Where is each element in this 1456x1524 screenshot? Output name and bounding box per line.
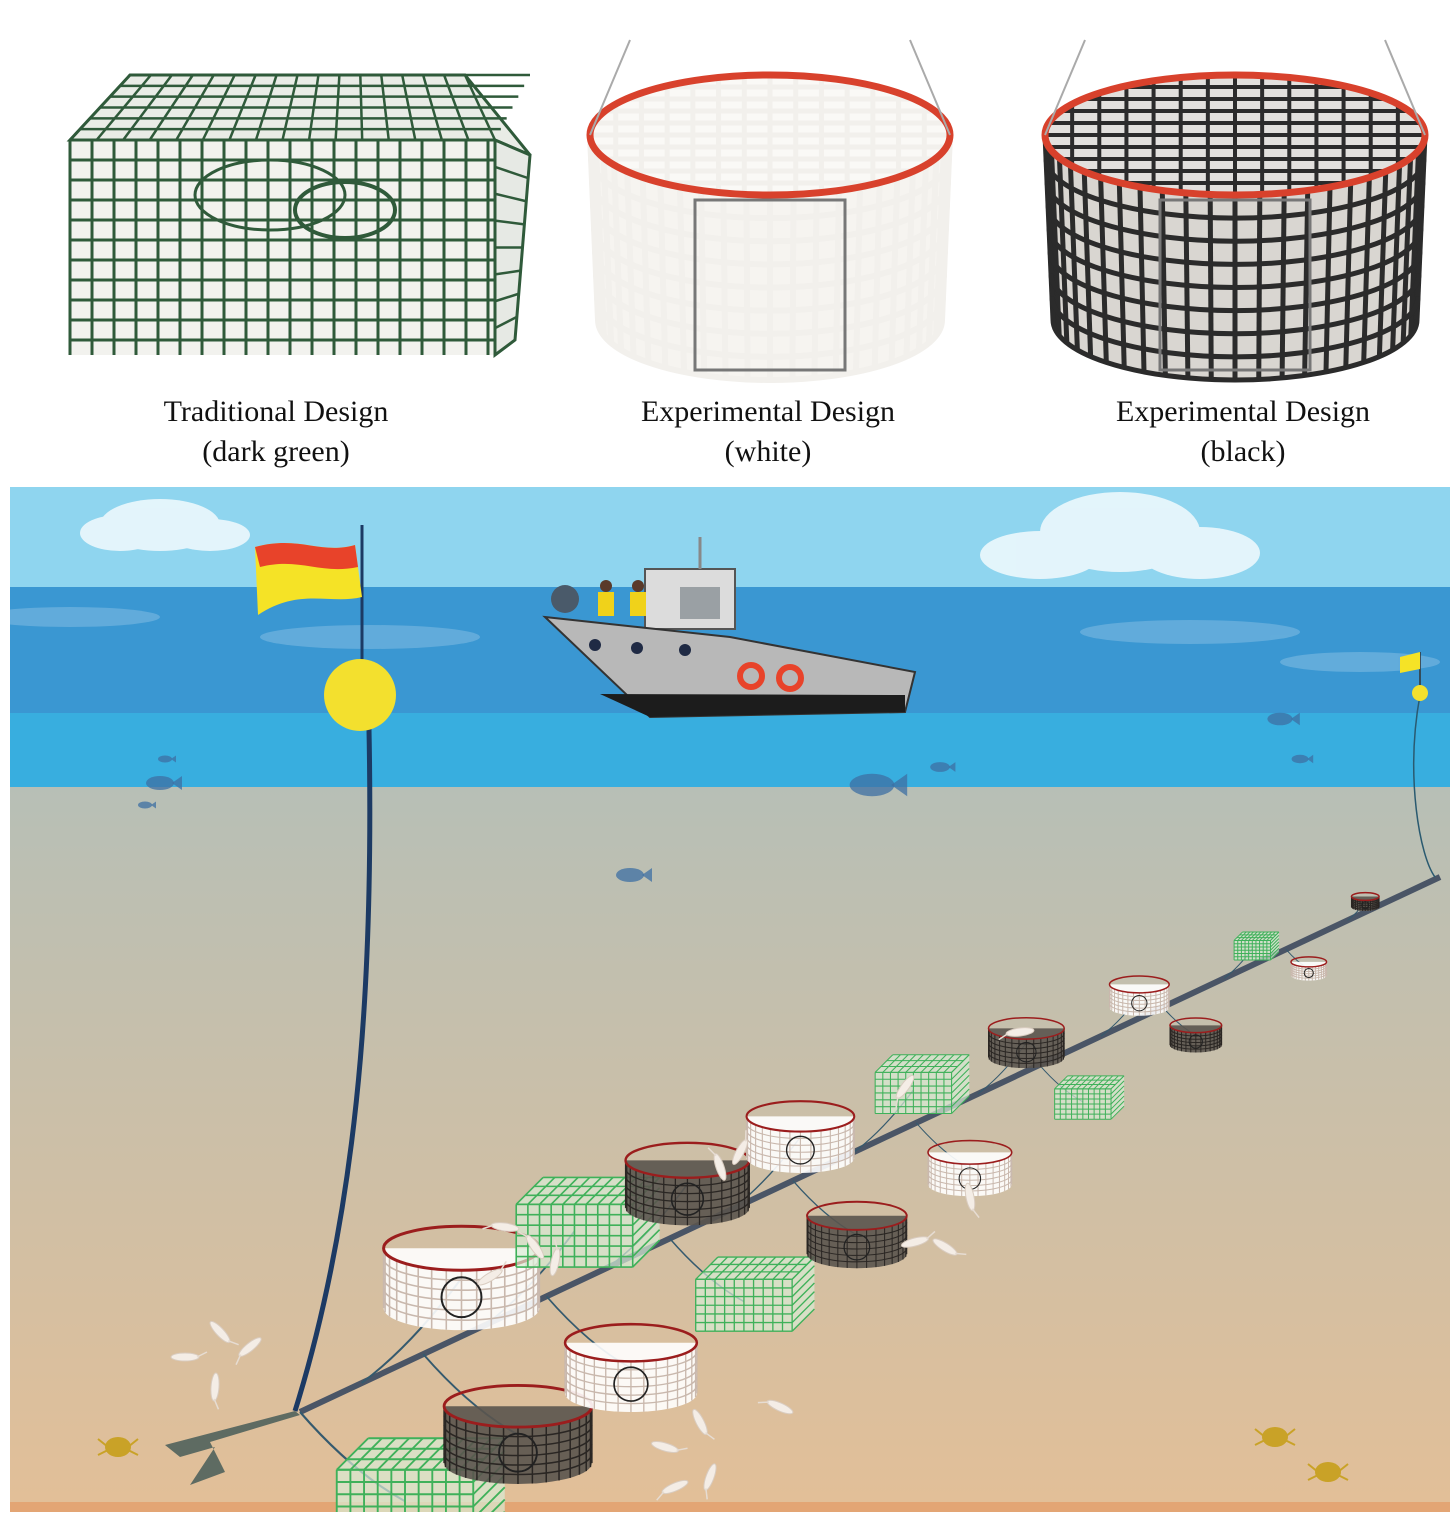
shrimp [703,1463,717,1500]
caption-title: Traditional Design [163,395,389,428]
shallow-water [10,713,1450,793]
shrimp [477,1260,507,1286]
fish [1267,712,1300,726]
trap-white [745,1100,856,1173]
fish [1291,754,1314,764]
fish [616,868,652,882]
shrimp [998,1027,1035,1041]
far-flag [1400,652,1420,673]
trap-white [1290,956,1328,981]
trap-black [1350,891,1380,911]
fisherman [598,580,614,616]
fish [146,776,182,790]
trap-white [1108,975,1170,1016]
boat [542,537,917,719]
shrimp [932,1238,967,1256]
white-trap-photo [586,39,954,383]
traditional-trap-photo [66,73,532,358]
shrimp [650,1441,688,1453]
seabed-edge [10,1502,1450,1512]
round-trap-drawing [586,39,954,383]
trap-black [442,1384,594,1484]
trap-black [1169,1017,1223,1053]
shrimp [235,1337,262,1366]
shrimp [209,1320,239,1346]
trap-green [695,1256,815,1332]
fish [158,755,176,763]
seabed [10,787,1450,1502]
buoy [324,659,396,731]
shrimp [170,1351,208,1362]
trap-white [563,1322,699,1413]
shrimp [900,1230,936,1248]
trap-green [1054,1075,1125,1120]
shrimp [210,1372,220,1410]
box-trap-drawing [66,73,532,358]
fish [930,762,956,772]
far-buoy-rope [1413,694,1436,878]
shrimp [656,1479,689,1501]
trap-black [624,1141,751,1226]
cloud-right [980,492,1260,579]
caption-title: Experimental Design [640,395,896,428]
trap-black [987,1016,1065,1069]
crab [1254,1427,1296,1447]
flag-stripe [255,543,358,570]
caption-black: Experimental Design (black) [1033,392,1453,472]
caption-white: Experimental Design (white) [558,392,978,472]
shrimp [707,1147,727,1181]
trap-green [1233,931,1280,961]
shrimp [964,1182,980,1219]
shrimp [732,1130,748,1166]
shrimp [895,1074,915,1108]
caption-color: (white) [724,435,812,468]
fish [849,773,908,797]
crab [97,1437,139,1457]
shrimp-group [170,1027,1035,1501]
fish [138,801,156,809]
shrimp [482,1222,520,1232]
trap-black [806,1200,908,1269]
caption-traditional: Traditional Design (dark green) [66,392,486,472]
trap-line-scene [10,487,1450,1512]
life-ring [776,664,804,692]
cloud-left [80,499,250,551]
shrimp [757,1399,794,1415]
far-buoy [1412,685,1428,701]
buoy-rope [292,686,373,1412]
caption-color: (dark green) [202,435,350,468]
fisherman [630,580,646,616]
crab [1307,1462,1349,1482]
life-ring [737,662,765,690]
traps [335,891,1380,1512]
caption-title: Experimental Design [1115,395,1371,428]
crab-group [97,1427,1349,1482]
anchor [165,1411,300,1485]
fish-group [138,712,1314,882]
shrimp [692,1408,715,1440]
caption-color: (black) [1200,435,1286,468]
black-trap-photo [1041,39,1429,383]
shrimp [517,1231,545,1260]
shrimp [549,1239,561,1277]
trap-green [874,1054,970,1115]
round-trap-drawing [1041,39,1429,383]
trap-white [927,1139,1013,1197]
